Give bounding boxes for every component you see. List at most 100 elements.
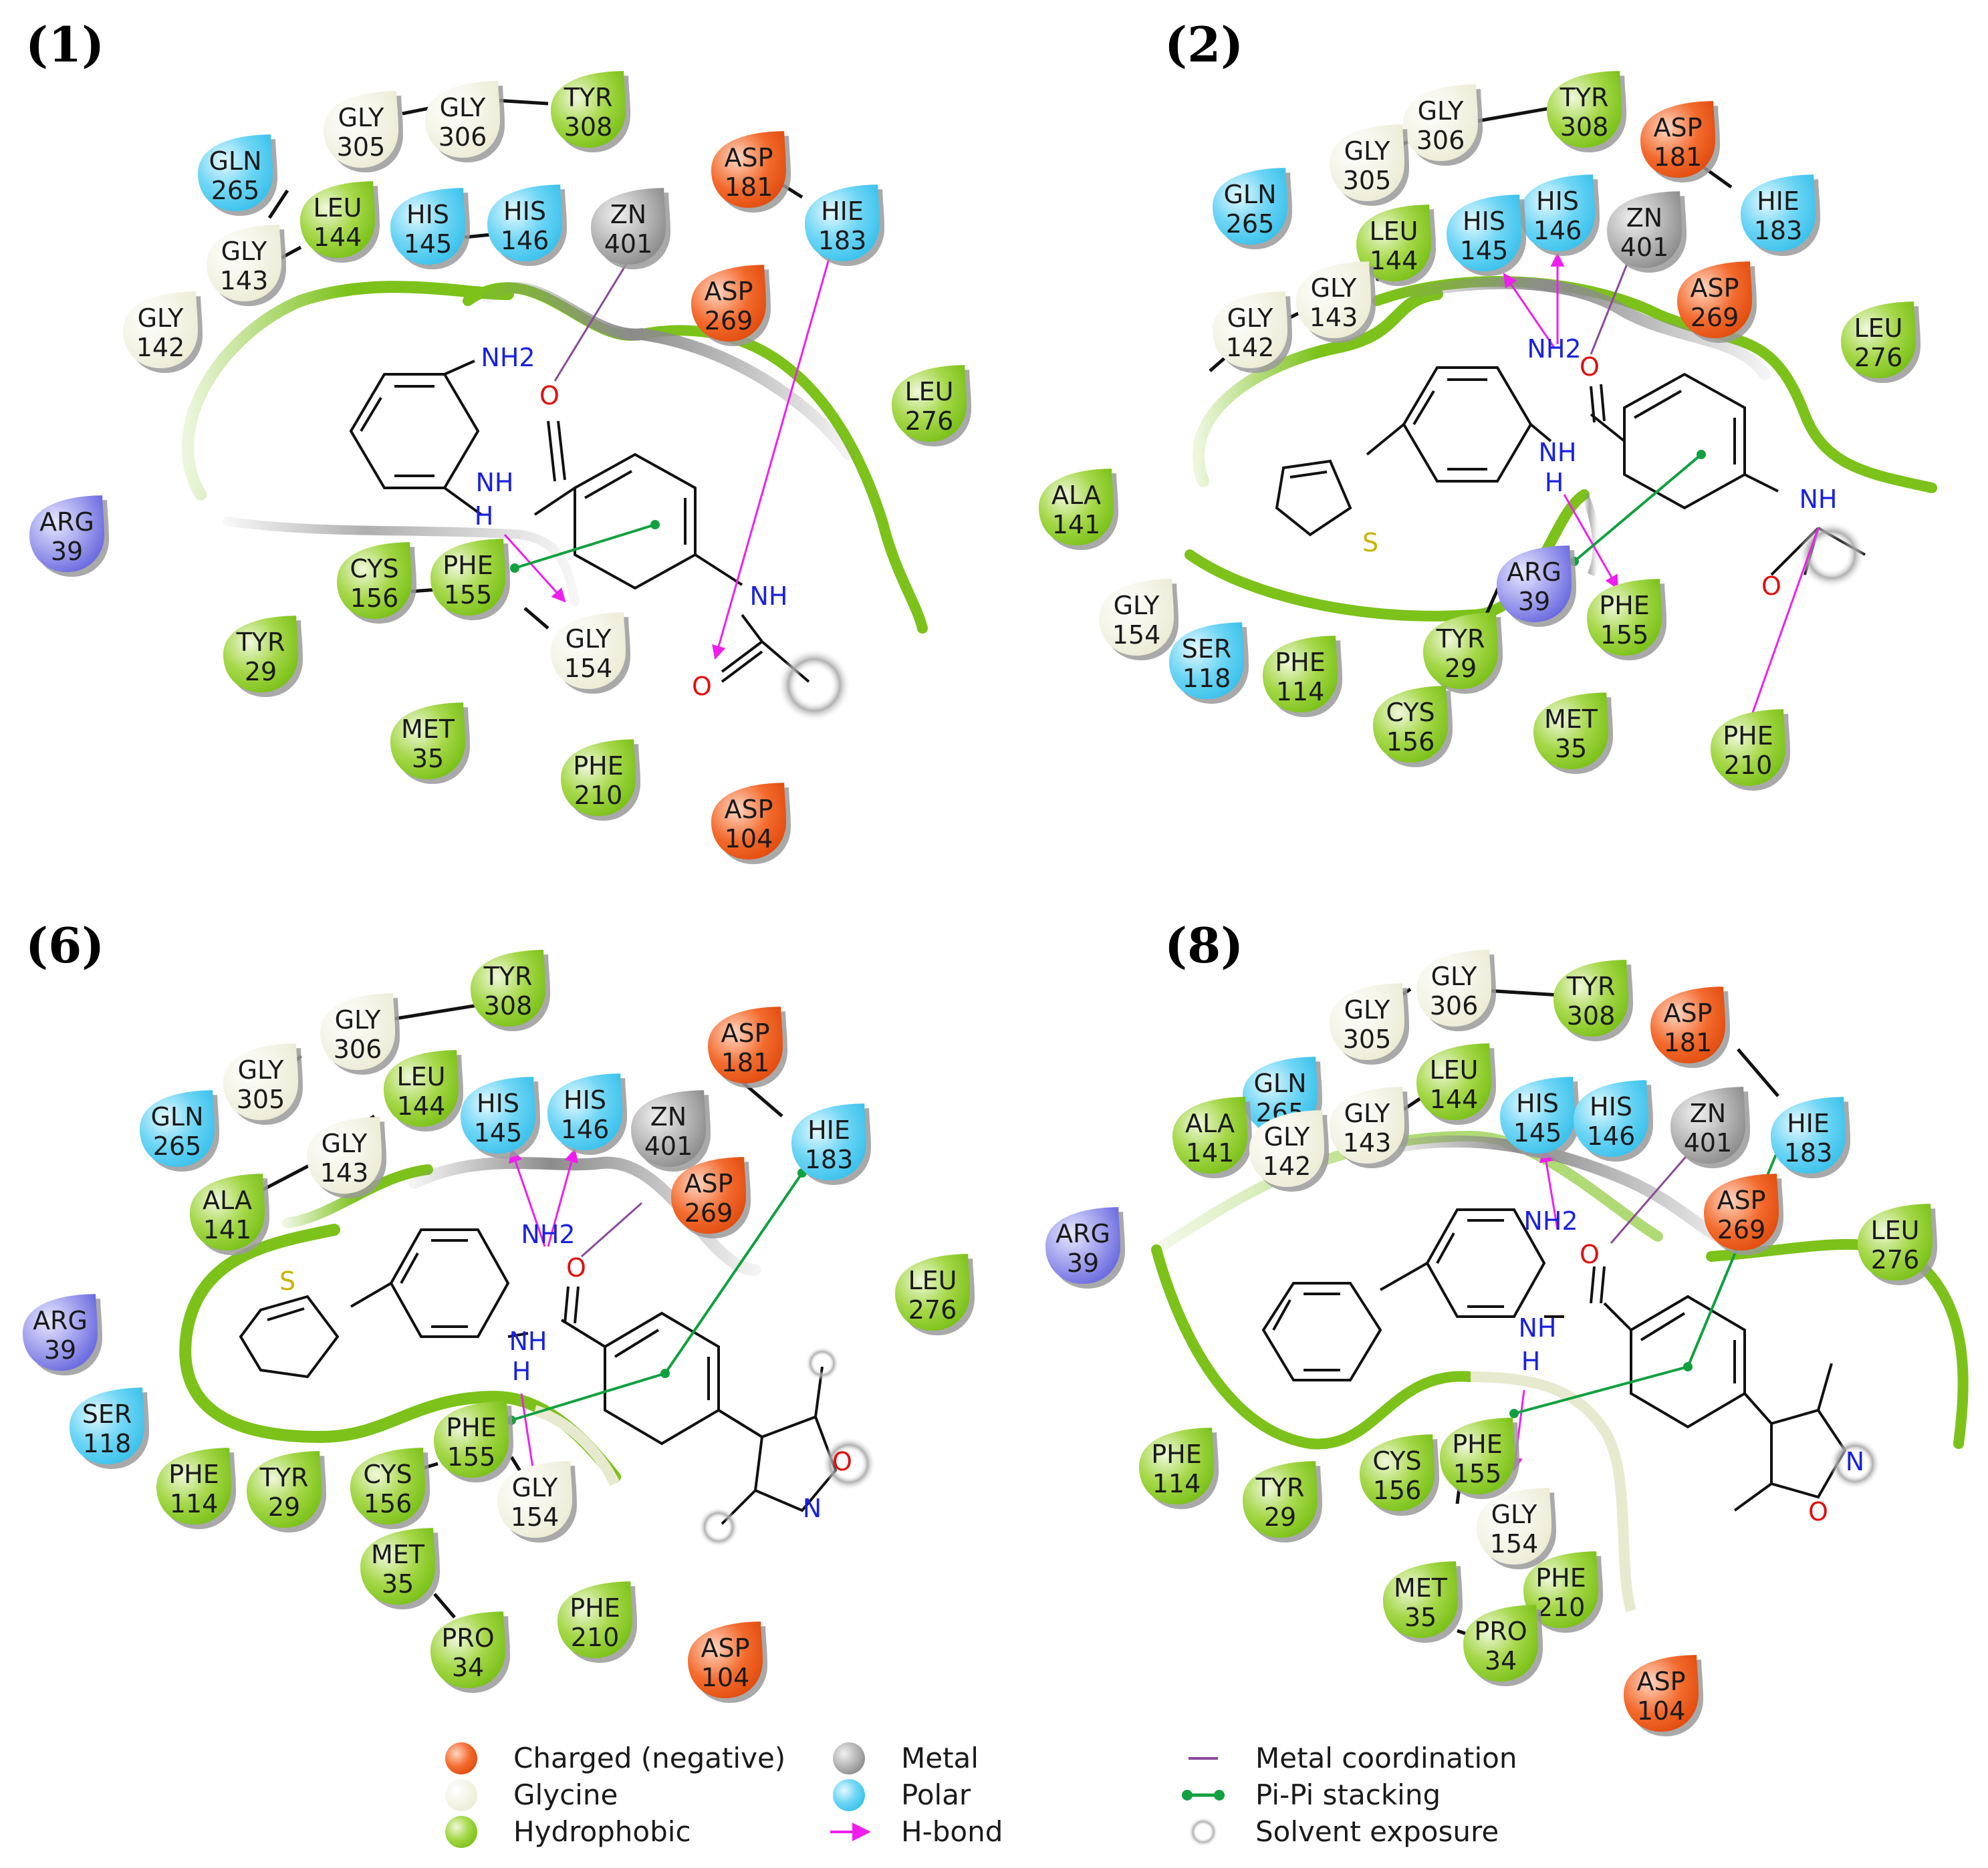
residue-number: 210 bbox=[1537, 1593, 1586, 1622]
residue-node bbox=[1771, 1097, 1846, 1174]
residue-node bbox=[1330, 1087, 1404, 1164]
residue-name: TYR bbox=[483, 962, 533, 991]
residue-name: PHE bbox=[1275, 648, 1326, 677]
residue-number: 39 bbox=[44, 1335, 76, 1365]
residue-name: MET bbox=[401, 714, 455, 744]
residue-number: 401 bbox=[1620, 233, 1669, 262]
residue-name: GLY bbox=[440, 93, 487, 122]
residue-name: ZN bbox=[610, 200, 646, 229]
residue-name: TYR bbox=[1255, 1473, 1305, 1502]
residue-name: HIE bbox=[1787, 1109, 1830, 1138]
residue-number: 155 bbox=[1453, 1459, 1502, 1488]
residue-name: ASP bbox=[1663, 998, 1712, 1028]
residue-name: GLY bbox=[1114, 591, 1160, 620]
residue-node bbox=[1500, 1077, 1575, 1154]
residue-node bbox=[1139, 1428, 1214, 1504]
residue-name: CYS bbox=[1386, 698, 1435, 727]
residue-number: 118 bbox=[83, 1429, 132, 1458]
residue-number: 143 bbox=[220, 266, 269, 295]
residue-node bbox=[430, 1611, 505, 1688]
residue-number: 146 bbox=[501, 226, 549, 255]
panel-1-residues: GLY305GLY306TYR308GLN265GLY143LEU144HIS1… bbox=[29, 71, 971, 864]
residue-name: ASP bbox=[684, 1169, 733, 1198]
residue-number: 183 bbox=[805, 1145, 854, 1174]
residue-number: 308 bbox=[484, 991, 533, 1021]
residue-name: MET bbox=[371, 1540, 425, 1569]
residue-node bbox=[1711, 709, 1785, 786]
residue-node bbox=[551, 71, 626, 148]
residue-name: ASP bbox=[701, 1633, 749, 1663]
residue-name: GLY bbox=[1227, 303, 1274, 333]
residue-number: 183 bbox=[1754, 216, 1803, 245]
residue-node bbox=[1213, 291, 1287, 368]
legend-swatch bbox=[445, 1816, 477, 1848]
legend-item-h-bond: H-bond bbox=[830, 1815, 1003, 1848]
residue-name: GLY bbox=[1311, 273, 1358, 303]
residue-name: ARG bbox=[1055, 1219, 1110, 1248]
residue-node bbox=[1263, 636, 1338, 712]
residue-name: PHE bbox=[1535, 1563, 1586, 1593]
residue-name: ASP bbox=[1690, 273, 1739, 303]
residue-number: 276 bbox=[1871, 1245, 1920, 1275]
residue-number: 269 bbox=[1717, 1215, 1766, 1244]
residue-name: PHE bbox=[573, 751, 624, 781]
legend-label: Glycine bbox=[513, 1778, 618, 1811]
legend: Charged (negative)GlycineHydrophobicMeta… bbox=[445, 1742, 1517, 1848]
residue-name: ASP bbox=[1636, 1667, 1685, 1696]
panel-2-atoms: NH2 O NH H S NH O bbox=[1362, 334, 1838, 601]
atom-nh: NH bbox=[509, 1327, 547, 1356]
atom-nh-2: NH bbox=[1799, 485, 1838, 514]
residue-node bbox=[691, 265, 766, 342]
residue-name: PHE bbox=[1723, 721, 1773, 751]
residue-name: ASP bbox=[1717, 1186, 1765, 1215]
residue-node bbox=[384, 1050, 459, 1127]
atom-h: H bbox=[1545, 468, 1564, 497]
residue-number: 34 bbox=[1485, 1646, 1517, 1676]
legend-swatch-dot bbox=[1214, 1790, 1225, 1800]
residue-node bbox=[1741, 174, 1816, 251]
residue-node bbox=[1045, 1207, 1120, 1284]
residue-number: 265 bbox=[211, 176, 260, 205]
residue-node bbox=[471, 950, 545, 1027]
residue-node bbox=[390, 188, 465, 265]
residue-number: 269 bbox=[705, 306, 753, 336]
residue-number: 181 bbox=[1664, 1028, 1713, 1057]
residue-node bbox=[390, 702, 465, 779]
residue-name: HIE bbox=[821, 196, 864, 226]
residue-name: PRO bbox=[441, 1623, 494, 1653]
residue-name: GLY bbox=[335, 1005, 382, 1035]
residue-node bbox=[1858, 1204, 1933, 1281]
atom-nh-2: NH bbox=[750, 581, 788, 611]
residue-name: PRO bbox=[1474, 1617, 1527, 1646]
residue-node bbox=[1373, 686, 1448, 763]
residue-number: 156 bbox=[1386, 727, 1435, 757]
residue-number: 104 bbox=[1637, 1696, 1686, 1726]
atom-nh: NH bbox=[476, 468, 514, 497]
legend-item-charged-negative: Charged (negative) bbox=[445, 1742, 785, 1774]
atom-o-2: O bbox=[1761, 571, 1781, 601]
residue-name: ASP bbox=[724, 143, 773, 172]
residue-number: 114 bbox=[1276, 677, 1325, 706]
